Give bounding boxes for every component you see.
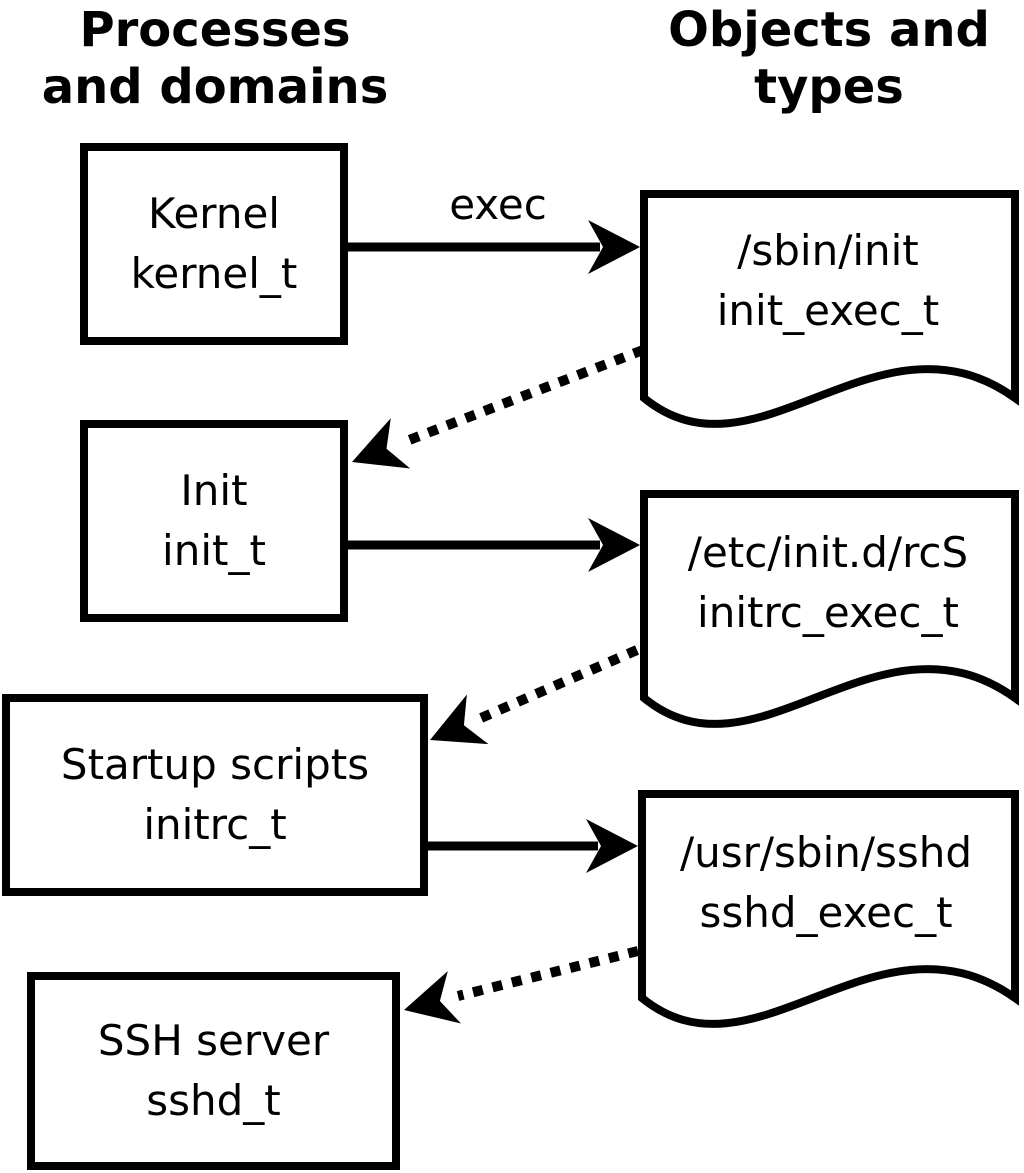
column-header-processes: Processes and domains [25, 2, 405, 116]
dotted-arrowhead-icon [430, 694, 489, 745]
process-domain: initrc_t [143, 800, 287, 849]
document-shape-etc-initd-rcs [640, 490, 1019, 728]
transition-arrow-line [456, 946, 640, 1001]
process-name: Kernel [148, 189, 280, 238]
object-label-usr-sbin-sshd: /usr/sbin/sshd sshd_exec_t [638, 792, 1014, 974]
document-shape-sbin-init [640, 190, 1019, 428]
process-domain: kernel_t [130, 249, 298, 298]
header-line: Processes [79, 2, 351, 58]
exec-arrow-kernel-to-sbin-init [346, 220, 640, 274]
object-path: /usr/sbin/sshd [679, 828, 973, 877]
solid-arrowhead-icon [586, 819, 638, 873]
process-name: Init [180, 466, 248, 515]
column-header-objects: Objects and types [639, 2, 1019, 116]
process-box-kernel: Kernel kernel_t [80, 143, 348, 345]
solid-arrowhead-icon [588, 518, 640, 572]
dotted-arrowhead-icon [404, 971, 461, 1024]
solid-arrowhead-icon [588, 220, 640, 274]
process-box-init: Init init_t [80, 420, 348, 622]
process-name: Startup scripts [60, 740, 370, 789]
transition-arrow-sshd-to-sshd-t [404, 946, 640, 1024]
exec-edge-label: exec [449, 180, 547, 229]
transition-arrow-line [402, 345, 645, 447]
object-path: /etc/init.d/rcS [687, 528, 969, 577]
object-label-etc-initd-rcs: /etc/init.d/rcS initrc_exec_t [640, 492, 1016, 674]
process-name: SSH server [97, 1016, 330, 1065]
exec-arrow-init-to-rcs [346, 518, 640, 572]
process-domain: init_t [162, 526, 266, 575]
header-line: and domains [41, 59, 389, 115]
transition-arrow-sbin-init-to-init-t [352, 345, 645, 469]
object-path: /sbin/init [737, 226, 919, 275]
object-type: sshd_exec_t [699, 888, 953, 937]
object-type: initrc_exec_t [697, 588, 959, 637]
process-box-startup-scripts: Startup scripts initrc_t [2, 694, 428, 896]
exec-arrow-initrc-to-sshd [426, 819, 638, 873]
object-type: init_exec_t [716, 286, 940, 335]
header-line: Objects and [668, 2, 990, 58]
process-domain: sshd_t [146, 1076, 281, 1125]
document-shape-usr-sbin-sshd [638, 790, 1019, 1028]
transition-arrow-line [479, 645, 639, 723]
object-label-sbin-init: /sbin/init init_exec_t [640, 190, 1016, 372]
header-line: types [754, 59, 904, 115]
transition-arrow-rcs-to-initrc-t [430, 645, 639, 745]
dotted-arrowhead-icon [352, 418, 411, 469]
process-box-ssh-server: SSH server sshd_t [27, 972, 400, 1170]
